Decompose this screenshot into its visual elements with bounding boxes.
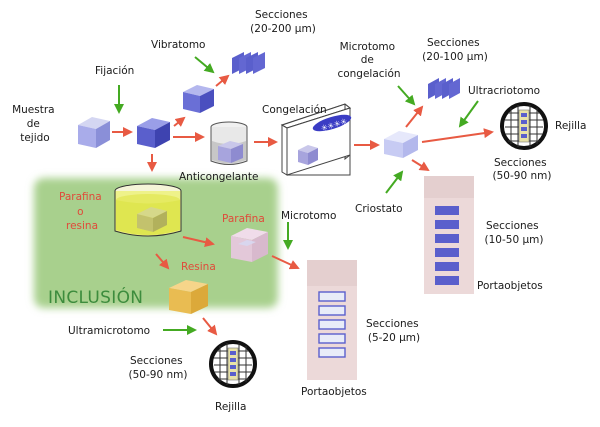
resin-block-icon	[169, 280, 208, 314]
tissue-sample-cube-icon	[78, 117, 110, 148]
label-microtomo-cong-3: congelación	[337, 68, 400, 80]
label-fijacion: Fijación	[95, 65, 134, 77]
label-secciones-ultra-1: Secciones	[494, 157, 547, 169]
inclusion-area	[34, 178, 278, 308]
label-secciones-crio-1: Secciones	[486, 220, 539, 232]
label-parafina-o-resina-3: resina	[66, 220, 98, 232]
label-muestra-2: de	[27, 118, 40, 130]
label-ultracriotomo: Ultracriotomo	[468, 85, 540, 97]
label-vibratomo: Vibratomo	[151, 39, 205, 51]
label-rejilla-right: Rejilla	[555, 120, 586, 132]
label-secciones-micro-1: Secciones	[366, 318, 419, 330]
label-secciones-cong-1: Secciones	[427, 37, 480, 49]
label-muestra-3: tejido	[20, 132, 50, 144]
label-secciones-ultra-2: (50-90 nm)	[493, 170, 552, 182]
arrow-resin-to-grid	[202, 317, 218, 336]
label-parafina: Parafina	[222, 213, 265, 225]
label-secciones-cong: Secciones (20-100 µm)	[422, 37, 488, 63]
label-parafina-o-resina-1: Parafina	[59, 191, 102, 203]
label-microtomo: Microtomo	[281, 210, 336, 222]
label-parafina-o-resina: Parafina o resina	[59, 191, 105, 232]
label-rejilla-bottom: Rejilla	[215, 401, 246, 413]
grid-bottom-icon	[209, 340, 257, 388]
label-secciones-micro-2: (5-20 µm)	[368, 332, 420, 344]
arrow-ultracryotome	[458, 100, 479, 128]
frozen-tissue-cube-icon	[384, 131, 418, 158]
antifreeze-beaker-icon	[210, 121, 248, 165]
label-secciones-ultramicro-2: (50-90 nm)	[129, 369, 188, 381]
label-secciones-cong-2: (20-100 µm)	[422, 51, 488, 63]
vibratome-sections-icon	[232, 52, 265, 74]
label-secciones-vib-2: (20-200 µm)	[250, 23, 316, 35]
label-microtomo-cong: Microtomo de congelación	[337, 41, 400, 80]
label-muestra: Muestra de tejido	[12, 104, 58, 144]
label-inclusion: INCLUSIÓN	[48, 286, 143, 308]
fixed-tissue-cube-icon	[137, 118, 170, 148]
arrow-vibratome-tool	[194, 56, 215, 74]
label-criostato: Criostato	[355, 203, 403, 215]
label-portaobjetos-mid: Portaobjetos	[301, 386, 367, 398]
freezing-microtome-sections-icon	[428, 78, 460, 99]
slide-middle-icon	[307, 260, 357, 380]
freezing-box-icon: ✳✳✳✳	[280, 103, 352, 176]
label-muestra-1: Muestra	[12, 104, 55, 116]
label-secciones-micro: Secciones (5-20 µm)	[366, 318, 422, 344]
label-resina: Resina	[181, 261, 216, 273]
arrow-frozen-to-sections	[405, 105, 424, 128]
arrow-fixed-to-vibratome	[173, 116, 186, 127]
inclusion-beaker-icon	[114, 183, 182, 237]
label-secciones-crio-2: (10-50 µm)	[485, 234, 544, 246]
paraffin-block-icon	[231, 228, 268, 262]
label-microtomo-cong-2: de	[361, 54, 374, 66]
label-anticongelante: Anticongelante	[179, 171, 258, 183]
label-secciones-ultra: Secciones (50-90 nm)	[493, 157, 552, 182]
arrow-frozen-to-slide	[411, 159, 430, 172]
label-congelacion: Congelación	[262, 104, 327, 116]
label-microtomo-cong-1: Microtomo	[340, 41, 395, 53]
arrow-freezing-microtome	[397, 85, 416, 106]
label-secciones-ultramicro: Secciones (50-90 nm)	[129, 355, 188, 381]
vibratome-cube-icon	[183, 85, 214, 113]
label-ultramicrotomo: Ultramicrotomo	[68, 325, 150, 337]
grid-right-icon	[500, 102, 548, 150]
label-secciones-crio: Secciones (10-50 µm)	[485, 220, 544, 246]
arrow-to-paraffin	[182, 236, 215, 248]
arrow-paraffin-to-slide	[271, 255, 300, 270]
label-portaobjetos-right: Portaobjetos	[477, 280, 543, 292]
label-secciones-vib: Secciones (20-200 µm)	[250, 9, 316, 35]
label-secciones-vib-1: Secciones	[255, 9, 308, 21]
arrow-vibratome-to-sections	[215, 74, 230, 87]
arrow-frozen-to-grid	[421, 128, 494, 143]
label-parafina-o-resina-2: o	[77, 206, 83, 218]
arrow-cryostat	[385, 170, 404, 194]
slide-right-icon	[424, 176, 474, 294]
label-secciones-ultramicro-1: Secciones	[130, 355, 183, 367]
arrow-to-resin	[155, 253, 170, 270]
